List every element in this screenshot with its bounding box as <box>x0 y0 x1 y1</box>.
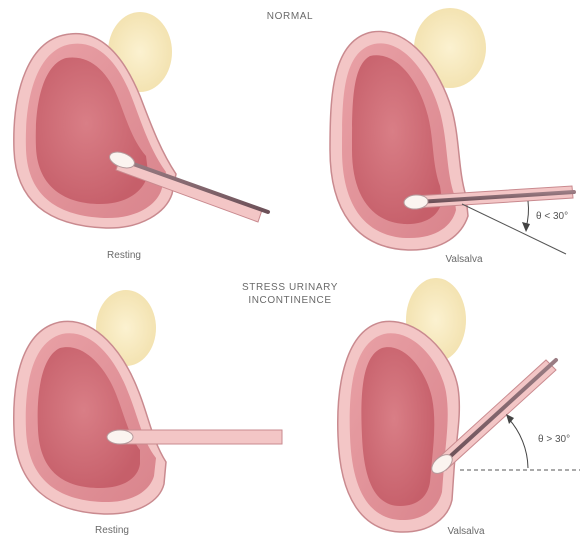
angle-arrowhead <box>506 414 514 424</box>
angle-label: θ < 30° <box>536 211 568 222</box>
angle-arc <box>508 418 528 468</box>
caption-normal-valsalva: Valsalva <box>445 254 482 265</box>
panel-sui-resting: Resting <box>14 290 282 536</box>
cotton-swab-stick <box>444 360 556 462</box>
panel-normal-resting: Resting <box>14 12 268 261</box>
angle-arrowhead <box>522 222 530 232</box>
angle-label: θ > 30° <box>538 434 570 445</box>
panel-sui-valsalva: θ > 30° Valsalva <box>338 278 580 537</box>
panel-normal-valsalva: θ < 30° Valsalva <box>330 8 574 265</box>
caption-normal-resting: Resting <box>107 250 141 261</box>
section-title-sui-line2: INCONTINENCE <box>248 295 331 306</box>
section-title-sui-line1: STRESS URINARY <box>242 282 338 293</box>
caption-sui-valsalva: Valsalva <box>447 526 484 537</box>
section-title-normal: NORMAL <box>267 11 313 22</box>
cotton-swab-tip <box>107 430 133 444</box>
caption-sui-resting: Resting <box>95 525 129 536</box>
